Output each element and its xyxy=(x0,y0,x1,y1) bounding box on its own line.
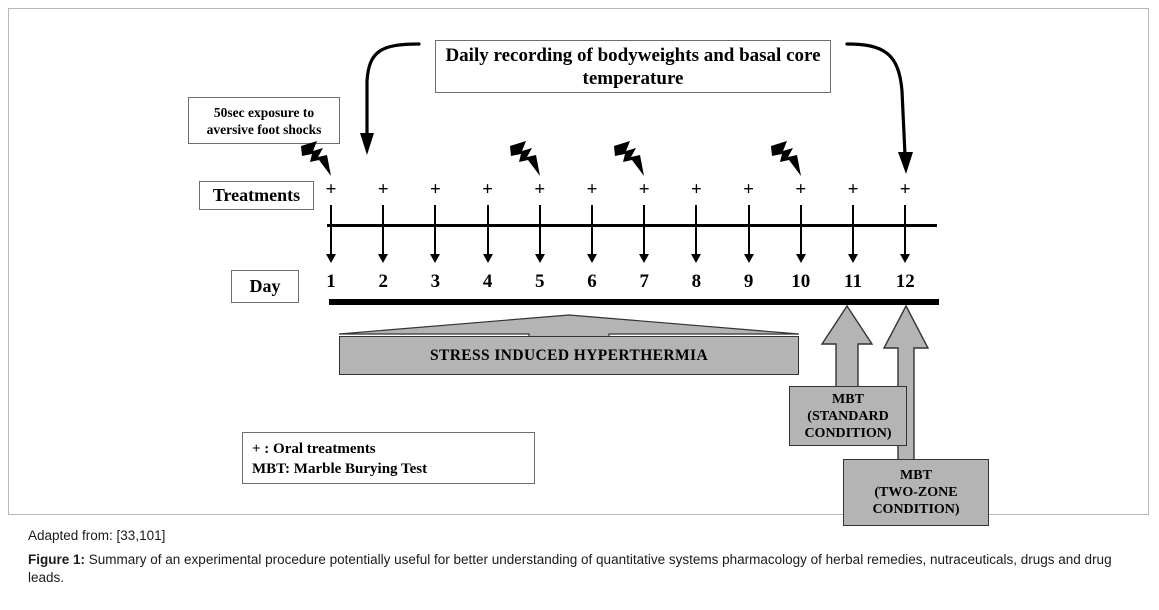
day-tick-arrowhead-9 xyxy=(743,254,754,263)
day-number-6: 6 xyxy=(587,271,597,292)
sih-label: STRESS INDUCED HYPERTHERMIA xyxy=(429,346,709,364)
figure-frame: Daily recording of bodyweights and basal… xyxy=(8,8,1149,526)
day-tick-11 xyxy=(852,205,854,254)
day-tick-6 xyxy=(591,205,593,254)
day-tick-arrowhead-1 xyxy=(326,254,336,263)
day-number-2: 2 xyxy=(378,271,388,292)
mbt-two-zone-line2: (TWO-ZONE xyxy=(874,485,958,500)
legend-line-mbt: MBT: Marble Burying Test xyxy=(252,461,428,477)
treatment-marker-day-11: + xyxy=(847,179,859,200)
day-number-9: 9 xyxy=(743,271,754,292)
day-number-12: 12 xyxy=(895,271,915,292)
day-number-10: 10 xyxy=(791,271,811,292)
day-tick-7 xyxy=(643,205,646,254)
day-number-8: 8 xyxy=(691,271,702,292)
day-number-11: 11 xyxy=(844,271,862,292)
day-tick-arrowhead-7 xyxy=(639,254,650,263)
day-tick-3 xyxy=(434,205,437,254)
treatment-marker-day-2: + xyxy=(377,179,389,200)
day-tick-arrowhead-5 xyxy=(534,254,545,263)
treatment-marker-day-4: + xyxy=(482,179,494,200)
treatments-label: Treatments xyxy=(212,185,301,205)
day-number-3: 3 xyxy=(430,271,441,292)
mbt-standard-line1: MBT xyxy=(832,391,864,407)
mbt-two-zone-line3: CONDITION) xyxy=(872,502,960,517)
figure-caption-text: Summary of an experimental procedure pot… xyxy=(28,552,1112,585)
figure-caption-label: Figure 1: xyxy=(28,552,86,567)
day-tick-10 xyxy=(799,205,802,254)
mbt-standard-line3: CONDITION) xyxy=(804,425,892,441)
day-tick-arrowhead-8 xyxy=(691,254,702,263)
mbt-standard-condition-box: MBT (STANDARD CONDITION) xyxy=(789,386,907,446)
treatment-marker-day-9: + xyxy=(743,179,755,200)
day-tick-9 xyxy=(747,205,750,254)
day-tick-5 xyxy=(538,205,541,254)
sih-pointer-arrow xyxy=(339,314,799,338)
daily-recording-label: Daily recording of bodyweights and basal… xyxy=(445,44,821,89)
left-arrow-head xyxy=(360,133,374,155)
foot-shock-box: 50sec exposure to aversive foot shocks xyxy=(188,97,340,144)
timeline-axis xyxy=(327,224,937,227)
day-tick-arrowhead-4 xyxy=(482,254,493,263)
day-tick-2 xyxy=(382,205,385,254)
day-tick-1 xyxy=(330,205,332,254)
figure-caption: Figure 1: Summary of an experimental pro… xyxy=(28,551,1138,587)
treatment-marker-day-1: + xyxy=(325,179,337,200)
stress-induced-hyperthermia-box: STRESS INDUCED HYPERTHERMIA xyxy=(339,336,799,375)
day-tick-arrowhead-3 xyxy=(430,254,441,263)
daily-recording-box: Daily recording of bodyweights and basal… xyxy=(435,40,831,93)
day-tick-arrowhead-10 xyxy=(795,254,806,263)
treatment-marker-day-7: + xyxy=(638,179,650,200)
day-tick-arrowhead-11 xyxy=(848,254,858,263)
foot-shock-bolt-day-7 xyxy=(614,141,645,176)
day-tick-8 xyxy=(695,205,698,254)
day-number-4: 4 xyxy=(482,271,493,292)
mbt-two-zone-line1: MBT xyxy=(900,468,932,483)
day-tick-arrowhead-12 xyxy=(900,254,911,263)
foot-shock-label: 50sec exposure to aversive foot shocks xyxy=(206,104,322,137)
foot-shock-bolt-day-5 xyxy=(509,141,540,176)
legend-line-oral-treatments: + : Oral treatments xyxy=(252,441,376,457)
mbt-standard-up-arrow xyxy=(820,304,874,394)
right-arrow-head xyxy=(898,152,913,174)
day-tick-12 xyxy=(904,205,907,254)
mbt-two-zone-condition-box: MBT (TWO-ZONE CONDITION) xyxy=(843,459,989,526)
adapted-from-text: Adapted from: [33,101] xyxy=(28,528,166,543)
day-number-5: 5 xyxy=(535,271,545,292)
day-number-1: 1 xyxy=(326,271,336,292)
timeline-baseline-bar xyxy=(329,299,939,305)
mbt-standard-line2: (STANDARD xyxy=(807,408,889,424)
day-tick-arrowhead-2 xyxy=(378,254,389,263)
treatment-marker-day-8: + xyxy=(690,179,702,200)
day-label-box: Day xyxy=(231,270,299,303)
foot-shock-bolt-day-10 xyxy=(770,141,801,176)
treatment-marker-day-5: + xyxy=(534,179,546,200)
treatment-marker-day-12: + xyxy=(899,179,911,200)
treatment-marker-day-3: + xyxy=(429,179,441,200)
day-tick-4 xyxy=(486,205,489,254)
treatments-label-box: Treatments xyxy=(199,181,314,210)
left-arrow-path xyxy=(365,42,421,137)
legend-box: + : Oral treatments MBT: Marble Burying … xyxy=(242,432,535,484)
right-arrow-path xyxy=(845,42,907,157)
day-label: Day xyxy=(249,276,281,296)
foot-shock-bolt-day-1 xyxy=(301,141,331,176)
treatment-marker-day-6: + xyxy=(586,179,598,200)
day-number-7: 7 xyxy=(639,271,649,292)
treatment-marker-day-10: + xyxy=(795,179,807,200)
day-tick-arrowhead-6 xyxy=(587,254,597,263)
